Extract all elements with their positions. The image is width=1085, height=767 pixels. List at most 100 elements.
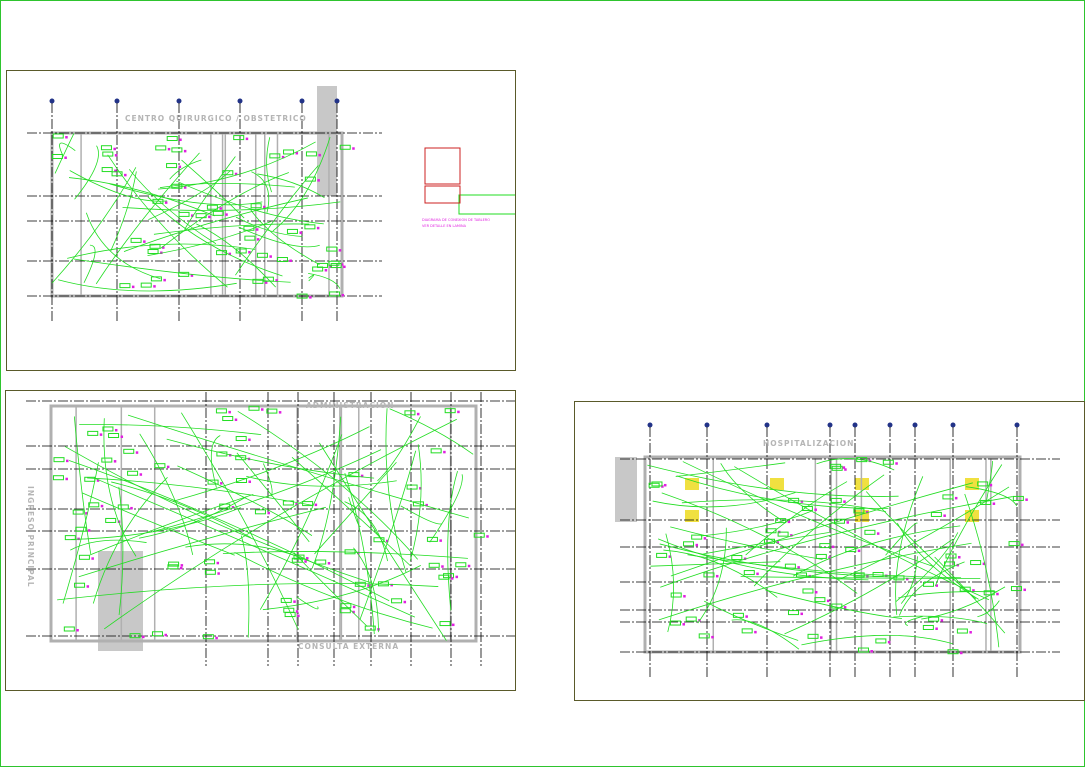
wiring-circuit xyxy=(85,212,161,280)
light-fixture xyxy=(683,541,695,547)
light-fixture xyxy=(787,610,799,616)
wiring-circuit xyxy=(734,466,990,601)
wiring-circuit xyxy=(658,542,972,621)
outlet-symbol xyxy=(711,635,714,639)
wiring-circuit xyxy=(73,416,92,554)
outlet-symbol xyxy=(318,153,321,157)
light-fixture xyxy=(651,481,663,487)
outlet-symbol xyxy=(166,465,170,469)
outlet-symbol xyxy=(443,450,446,454)
outlet-symbol xyxy=(1021,543,1024,547)
bed-fixture xyxy=(770,478,784,490)
panelboard-box xyxy=(424,147,461,185)
outlet-symbol xyxy=(163,278,166,282)
wiring-circuit xyxy=(95,152,200,285)
outlet-symbol xyxy=(876,532,880,535)
light-fixture xyxy=(212,210,224,216)
outlet-symbol xyxy=(457,410,460,414)
wiring-circuit xyxy=(348,497,361,527)
light-fixture xyxy=(930,511,942,517)
outlet-symbol xyxy=(139,473,143,476)
light-fixture xyxy=(685,616,697,622)
light-fixture xyxy=(171,147,183,153)
outlet-symbol xyxy=(289,259,292,263)
outlet-symbol xyxy=(91,557,94,560)
light-fixture xyxy=(254,509,266,515)
outlet-symbol xyxy=(958,555,961,559)
wiring-circuit xyxy=(266,137,272,193)
wiring-circuit xyxy=(169,159,202,180)
axis-marker xyxy=(950,422,956,428)
outlet-symbol xyxy=(299,231,302,234)
wiring-circuit xyxy=(51,167,137,284)
light-fixture xyxy=(151,631,163,637)
outlet-symbol xyxy=(167,147,171,151)
light-fixture xyxy=(777,531,789,537)
light-fixture xyxy=(117,504,129,510)
outlet-symbol xyxy=(248,480,251,484)
outlet-symbol xyxy=(800,500,804,503)
wiring-circuit xyxy=(905,616,923,626)
wiring-circuit xyxy=(81,492,235,556)
wiring-circuit xyxy=(68,460,390,602)
wiring-circuit xyxy=(311,416,342,569)
outlet-symbol xyxy=(439,539,442,542)
light-fixture xyxy=(698,633,710,639)
light-fixture xyxy=(108,433,120,439)
outlet-symbol xyxy=(260,408,264,411)
wiring-circuit xyxy=(647,464,899,497)
wiring-circuit xyxy=(68,177,215,217)
outlet-symbol xyxy=(341,293,345,297)
plan-title: CONSULTA EXTERNA xyxy=(298,642,399,651)
wiring-circuit xyxy=(251,171,270,213)
outlet-symbol xyxy=(180,564,184,567)
light-fixture xyxy=(167,564,179,570)
wiring-circuit xyxy=(177,465,313,536)
axis-marker xyxy=(49,98,55,104)
light-fixture xyxy=(406,484,418,490)
wiring-circuit xyxy=(160,172,289,249)
outlet-symbol xyxy=(776,541,779,544)
outlet-symbol xyxy=(754,630,757,634)
light-fixture xyxy=(296,293,308,299)
outlet-symbol xyxy=(120,435,124,439)
wiring-circuit xyxy=(885,522,918,556)
wiring-circuit xyxy=(801,634,953,646)
light-fixture xyxy=(64,535,76,541)
wiring-circuit xyxy=(670,526,823,560)
outlet-symbol xyxy=(225,213,228,216)
axis-marker xyxy=(1014,422,1020,428)
wiring-circuit xyxy=(147,221,272,256)
wiring-circuit xyxy=(263,463,273,497)
wiring-circuit xyxy=(173,426,370,502)
wiring-circuit xyxy=(308,274,315,282)
outlet-symbol xyxy=(162,246,165,249)
outlet-symbol xyxy=(870,650,873,653)
light-fixture xyxy=(856,457,868,463)
outlet-symbol xyxy=(228,252,232,256)
wiring-circuit xyxy=(67,243,256,259)
outlet-symbol xyxy=(989,483,993,487)
wiring-circuit xyxy=(107,154,228,288)
wiring-circuit xyxy=(153,223,310,235)
outlet-symbol xyxy=(826,599,830,603)
light-fixture xyxy=(222,416,234,422)
light-fixture xyxy=(207,479,219,485)
outlet-symbol xyxy=(663,483,667,487)
stair-core xyxy=(317,86,337,196)
light-fixture xyxy=(235,436,247,442)
outlet-symbol xyxy=(114,169,117,173)
outlet-symbol xyxy=(969,631,972,634)
outlet-symbol xyxy=(114,428,118,432)
light-fixture xyxy=(315,559,327,565)
light-fixture xyxy=(815,553,827,559)
wiring-circuit xyxy=(308,273,341,289)
wiring-circuit xyxy=(652,492,796,508)
axis-marker xyxy=(764,422,770,428)
bed-fixture xyxy=(685,510,699,522)
light-fixture xyxy=(875,638,887,644)
outlet-symbol xyxy=(935,584,939,587)
wiring-circuit xyxy=(400,505,442,525)
wiring-circuit xyxy=(185,543,295,556)
outlet-symbol xyxy=(316,226,320,230)
